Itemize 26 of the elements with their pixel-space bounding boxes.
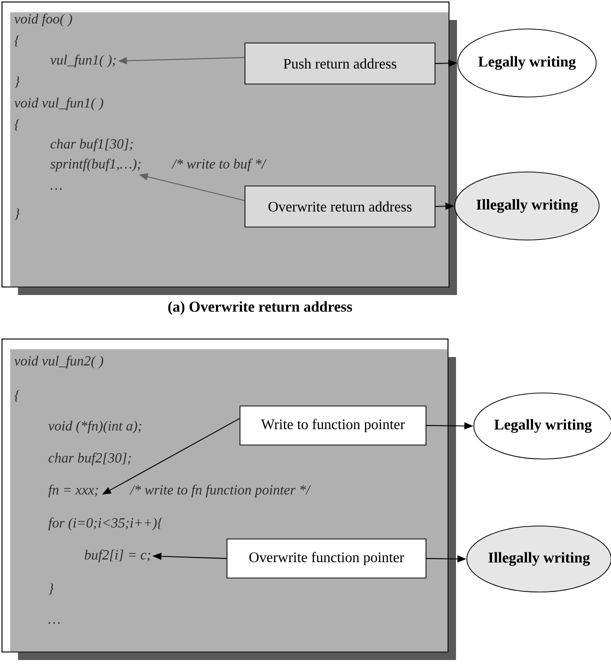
- code-line: }: [48, 583, 54, 595]
- code-line: sprintf(buf1,…);: [50, 158, 141, 172]
- code-line: …: [48, 622, 60, 624]
- label-box: Push return address: [244, 42, 436, 84]
- code-line: void vul_fun1( ): [14, 98, 104, 110]
- code-line: buf2[i] = c;: [84, 550, 150, 562]
- code-line: void (*fn)(int a);: [48, 420, 142, 434]
- code-line: fn = xxx;: [48, 484, 98, 498]
- label-box: Overwrite function pointer: [226, 538, 426, 578]
- figure-caption: (a) Overwrite return address: [168, 301, 352, 315]
- code-line: {: [14, 119, 20, 131]
- code-line: }: [14, 76, 20, 88]
- code-line: {: [14, 35, 20, 47]
- code-line: void vul_fun2( ): [14, 356, 104, 368]
- code-line: vul_fun1( );: [50, 54, 116, 68]
- code-line: void foo( ): [14, 14, 72, 26]
- code-line: /* write to fn function pointer */: [130, 484, 311, 498]
- code-line: {: [14, 390, 20, 402]
- code-line: char buf2[30];: [48, 452, 131, 466]
- code-line: for (i=0;i<35;i++){: [48, 518, 163, 530]
- label-box: Overwrite return address: [244, 186, 436, 228]
- code-line: /* write to buf */: [172, 158, 267, 172]
- code-line: char buf1[30];: [50, 138, 133, 152]
- code-line: }: [14, 208, 20, 220]
- label-box: Write to function pointer: [240, 406, 426, 446]
- code-line: …: [50, 188, 62, 190]
